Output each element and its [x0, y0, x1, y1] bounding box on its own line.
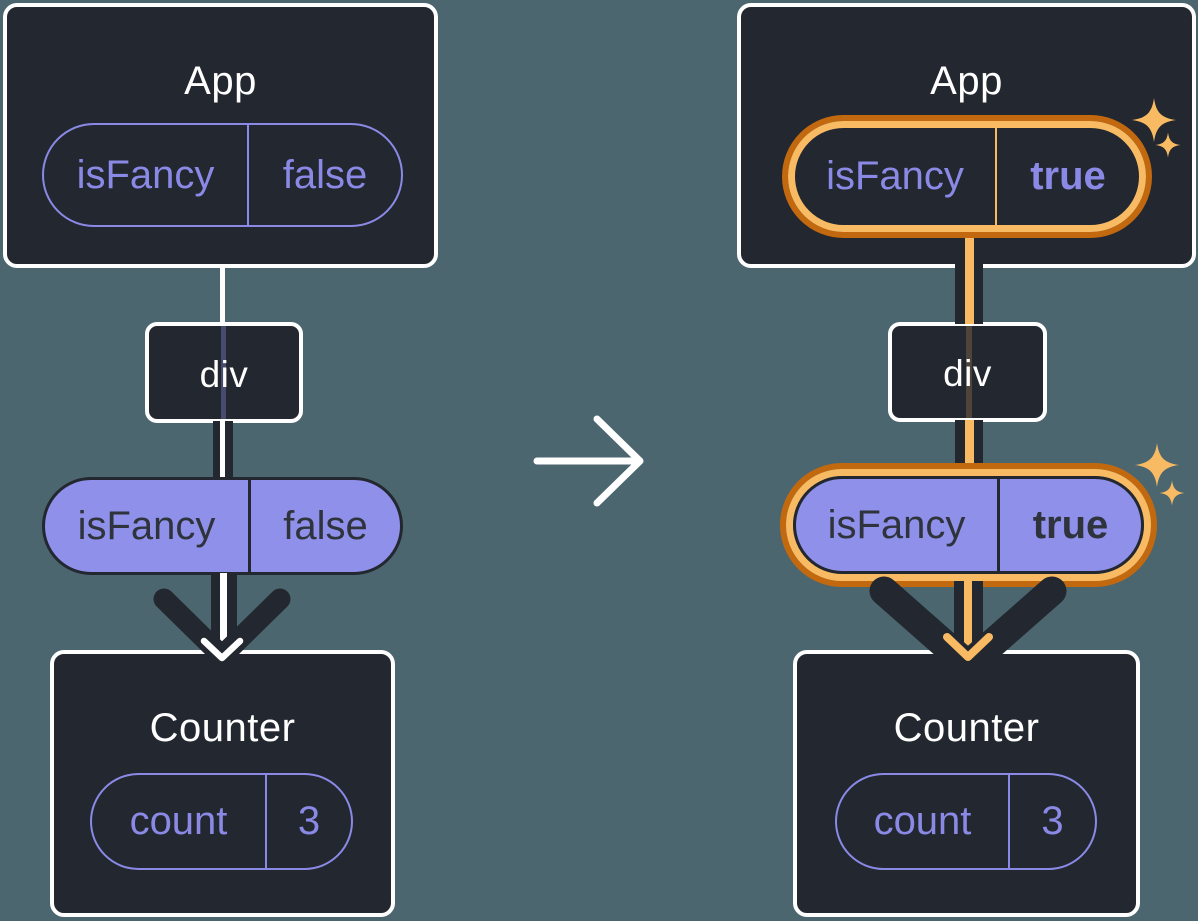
pill-divider — [265, 775, 267, 868]
state-name: count — [129, 799, 228, 843]
prop-flow-line — [210, 573, 237, 655]
counter-title: Counter — [149, 706, 296, 750]
prop-name: isFancy — [826, 154, 964, 198]
prop-pill-highlighted: isFancy true — [782, 115, 1152, 238]
prop-value: true — [1030, 154, 1106, 198]
prop-trace-line — [966, 326, 972, 418]
prop-flow-core — [964, 230, 974, 324]
div-box: div — [145, 322, 303, 423]
prop-pill: isFancy false — [42, 477, 403, 575]
prop-flow-line — [955, 420, 983, 470]
div-label: div — [943, 353, 992, 394]
div-box: div — [888, 322, 1047, 422]
pill-divider — [997, 479, 1000, 571]
state-value: 3 — [297, 799, 321, 843]
prop-trace-line — [220, 326, 226, 419]
counter-title: Counter — [893, 706, 1040, 750]
prop-pill-ring: isFancy true — [788, 121, 1146, 232]
prop-name: isFancy — [827, 502, 966, 547]
prop-value: false — [282, 152, 368, 197]
prop-pill: isFancy false — [42, 123, 403, 227]
state-value: 3 — [1041, 799, 1064, 843]
counter-box: Counter — [793, 650, 1140, 917]
prop-name: isFancy — [76, 152, 215, 197]
prop-name: isFancy — [77, 503, 216, 548]
state-name: count — [873, 799, 972, 843]
pill-divider — [248, 480, 251, 572]
prop-flow-line — [955, 230, 983, 324]
pill-divider — [995, 128, 997, 225]
prop-flow-core — [964, 420, 974, 470]
prop-pill-highlighted: isFancy true — [780, 463, 1157, 587]
app-title: App — [930, 59, 1003, 103]
arrow-right-icon — [533, 415, 644, 507]
tree-connector-line — [219, 266, 225, 324]
prop-flow-line — [212, 421, 233, 479]
state-pill: count 3 — [90, 773, 353, 870]
prop-pill-ring: isFancy true — [786, 469, 1151, 581]
prop-flow-line — [953, 581, 983, 655]
div-label: div — [199, 354, 249, 395]
state-pill: count 3 — [835, 773, 1097, 870]
prop-flow-core — [220, 573, 227, 650]
app-title: App — [184, 59, 257, 103]
pill-divider — [1008, 775, 1010, 868]
prop-value: false — [283, 503, 368, 548]
pill-divider — [247, 125, 249, 225]
prop-value: true — [1032, 502, 1109, 547]
prop-flow-core — [964, 581, 972, 648]
prop-flow-core — [219, 421, 226, 479]
